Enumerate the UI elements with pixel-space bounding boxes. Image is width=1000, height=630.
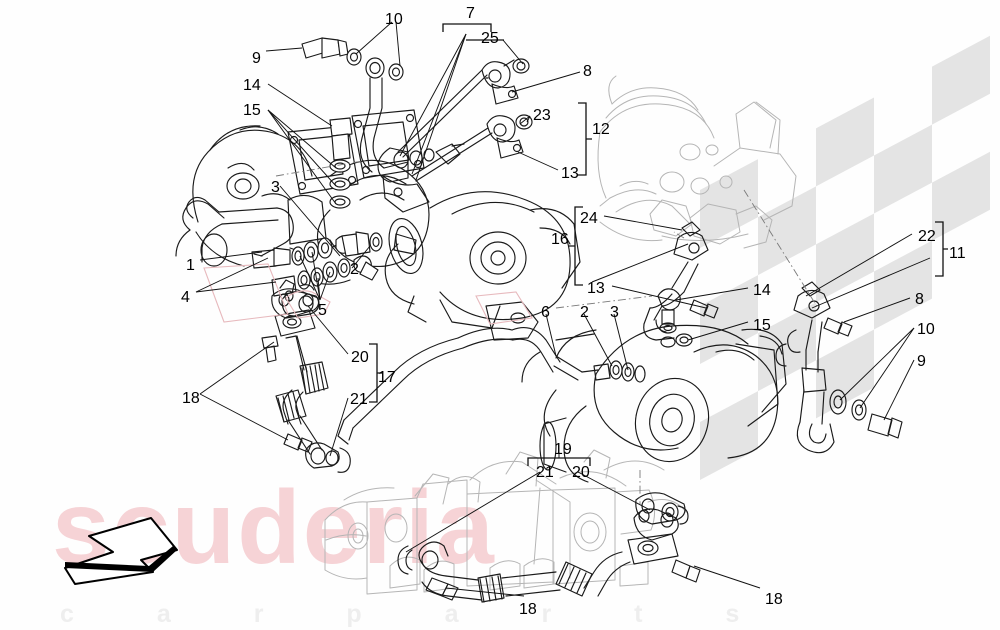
callout-18-c18a: 18 (182, 390, 200, 407)
plug-and-seals-center (329, 117, 353, 209)
callout-23-c23: 23 (533, 107, 551, 124)
connector-stack-left (251, 231, 383, 297)
callout-19-c19: 19 (554, 441, 572, 458)
oil-return-pipe-bottom (397, 492, 701, 603)
callout-20-c20a: 20 (351, 349, 369, 366)
oil-pipe-upper-long (397, 58, 530, 158)
oil-feed-tube-upper-left (359, 77, 409, 173)
callout-10-c10b: 10 (917, 321, 935, 338)
callout-18-c18b: 18 (765, 591, 783, 608)
banjo-bolt-upper-left (301, 37, 404, 81)
callout-15-c15a: 15 (243, 102, 261, 119)
callout-11-c11: 11 (949, 245, 966, 262)
engine-block-ghost-lower (324, 449, 687, 595)
callout-8-c8b: 8 (915, 291, 924, 308)
callout-13-c13a: 13 (561, 165, 579, 182)
callout-16-c16: 16 (551, 231, 569, 248)
bracket-group (369, 23, 948, 466)
callout-7-c7: 7 (466, 5, 475, 22)
callout-5-c5: 5 (318, 302, 327, 319)
callout-2-c2b: 2 (580, 304, 589, 321)
callout-22-c22: 22 (918, 228, 936, 245)
oil-return-pipe-left (261, 290, 351, 473)
callout-6-c6: 6 (541, 304, 550, 321)
callout-8-c8a: 8 (583, 63, 592, 80)
center-turbo-assembly (384, 191, 581, 341)
callout-21-c21b: 21 (536, 464, 554, 481)
callout-18-c18c: 18 (519, 601, 537, 618)
callout-3-c3b: 3 (610, 304, 619, 321)
banjo-union-upper (377, 143, 465, 213)
oil-pipe-riser-center-right (643, 221, 719, 348)
pink-edge-highlights (203, 263, 533, 325)
leader-lines (195, 21, 931, 597)
callout-14-c14a: 14 (243, 77, 261, 94)
callout-4-c4: 4 (181, 289, 190, 306)
callout-13-c13b: 13 (587, 280, 605, 297)
oil-pipe-center-long (337, 327, 646, 445)
oil-feed-pipe-long-left (175, 196, 294, 263)
callout-17-c17: 17 (378, 369, 396, 386)
view-direction-arrow (55, 512, 230, 597)
oil-pipe-riser-right (775, 281, 903, 454)
callout-10-c10a: 10 (385, 11, 403, 28)
callout-21-c21a: 21 (350, 391, 368, 408)
right-turbo-assembly (521, 324, 787, 483)
callout-24-c24: 24 (580, 210, 598, 227)
callout-1-c1: 1 (186, 257, 195, 274)
callout-9-c9a: 9 (252, 50, 261, 67)
engine-block-ghost-upper (597, 75, 797, 249)
callout-15-c15b: 15 (753, 317, 771, 334)
centerlines (275, 159, 819, 504)
oil-pipe-upper-second (411, 114, 533, 182)
callout-25-c25: 25 (481, 30, 499, 47)
callout-2-c2a: 2 (350, 261, 359, 278)
callout-12-c12: 12 (592, 121, 610, 138)
gasket-plate-left (271, 279, 320, 319)
callout-20-c20b: 20 (572, 464, 590, 481)
callout-9-c9b: 9 (917, 353, 926, 370)
callout-3-c3a: 3 (271, 179, 280, 196)
callout-14-c14b: 14 (753, 282, 771, 299)
